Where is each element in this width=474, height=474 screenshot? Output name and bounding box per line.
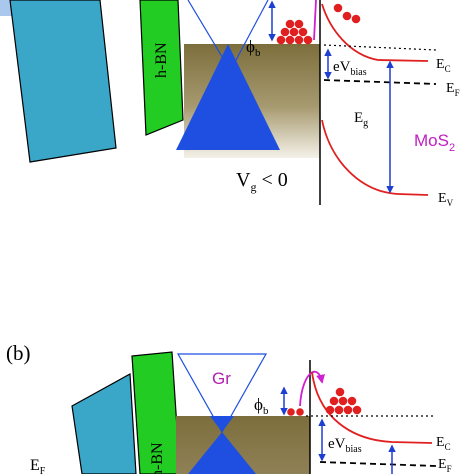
- panel-a: h-BN ϕb: [0, 0, 460, 208]
- graphene-fermi-line-a: [323, 44, 437, 51]
- phi-label-a: ϕb: [246, 37, 261, 59]
- ef-label-a: EF: [446, 81, 460, 98]
- phi-label-b: ϕb: [254, 395, 269, 417]
- mos2-fermi-line-a: [323, 79, 437, 85]
- ev-curve-a: [321, 119, 429, 196]
- hbn-layer-a: [139, 0, 184, 136]
- electrons-mos2-b: [325, 387, 362, 415]
- hbn-layer-b: [131, 351, 181, 474]
- ebias-label-a: eVbias: [333, 59, 367, 78]
- gr-label-b: Gr: [212, 369, 231, 388]
- ef-label-b: EF: [438, 457, 452, 474]
- gate-layer-b: [71, 373, 137, 474]
- vg-label-a: Vg < 0: [236, 169, 288, 194]
- ev-label-a: EV: [438, 191, 454, 208]
- eg-label-a: Eg: [354, 110, 368, 129]
- gate-layer-a: [9, 0, 117, 163]
- ec-curve-a: [321, 3, 429, 62]
- mos2-fermi-line-b: [319, 461, 437, 467]
- injection-arrow-b: [299, 370, 325, 407]
- ebias-label-b: eVbias: [328, 436, 362, 455]
- hbn-label-a: h-BN: [153, 42, 170, 78]
- ec-curve-b: [311, 371, 433, 444]
- ec-label-b: EC: [436, 435, 451, 452]
- dirac-cone-upper-fill-b: [210, 416, 234, 432]
- dirac-cone-fill-b: [188, 432, 256, 474]
- panel-b: (b) h-BN Gr ϕb: [6, 341, 452, 474]
- mos2-label-a: MoS2: [414, 131, 455, 154]
- injection-arrow-a: [313, 0, 317, 41]
- hbn-label-b: h-BN: [149, 442, 166, 474]
- graphene-cone-outline-b: [176, 353, 268, 434]
- panel-b-tag: (b): [6, 341, 31, 365]
- dirac-cone-fill-a: [176, 44, 280, 150]
- electrons-contact-b: [287, 408, 304, 416]
- electrons-contact-a: [276, 19, 313, 45]
- electrons-mos2-a: [333, 3, 361, 24]
- ec-label-a: EC: [436, 57, 451, 74]
- left-ef-label-b: EF: [30, 457, 46, 474]
